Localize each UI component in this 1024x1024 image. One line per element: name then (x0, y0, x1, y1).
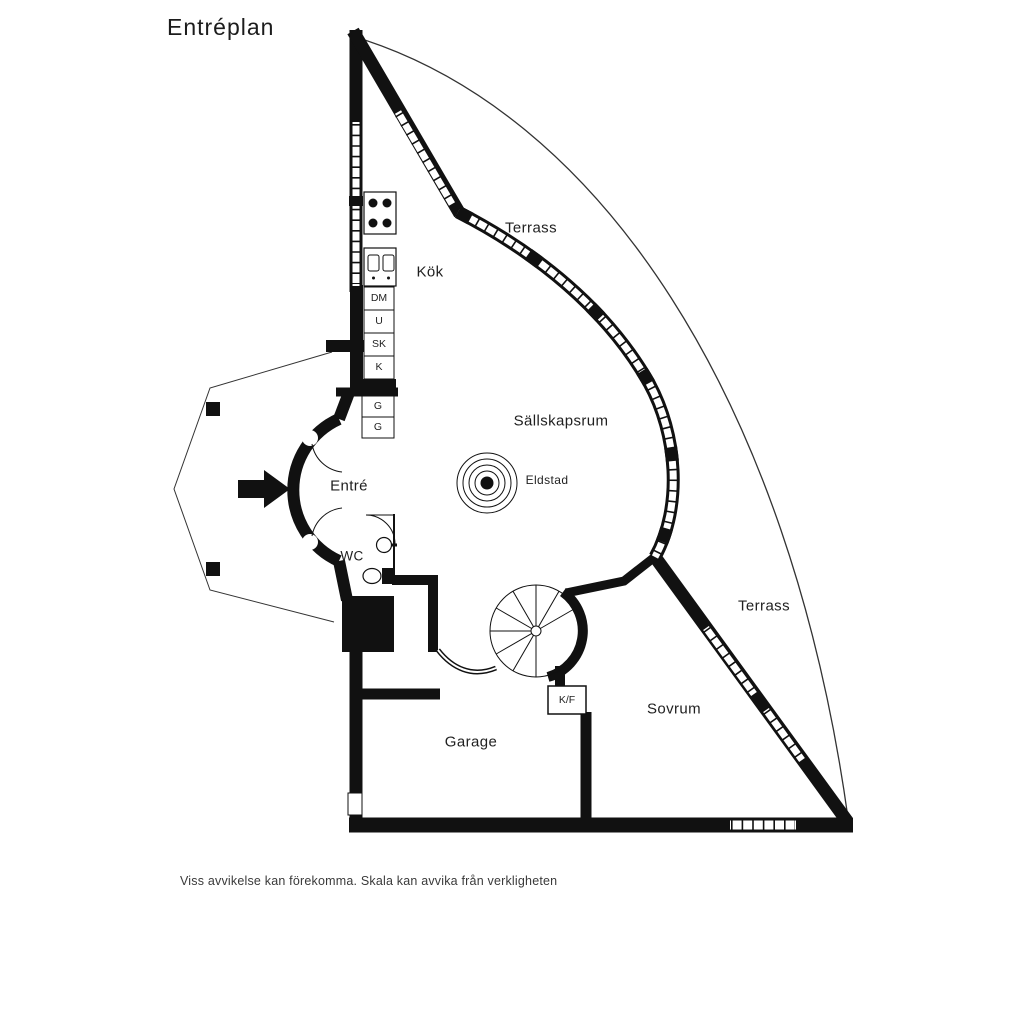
label-g-upper: G (373, 400, 383, 412)
stove-icon (363, 191, 397, 235)
spiral-staircase (489, 584, 583, 678)
curved-low-wall (436, 648, 497, 675)
label-kf: K/F (558, 694, 576, 706)
room-label-terrass-top: Terrass (505, 219, 557, 237)
curved-wall-mullions (455, 206, 680, 561)
wc-sink-icon (375, 536, 397, 554)
room-label-terrass-right: Terrass (738, 597, 790, 615)
deck-post-bottom (206, 562, 220, 576)
page-title: Entréplan (167, 14, 275, 40)
entrance-deck-outline (173, 351, 335, 623)
wall-corner-block (342, 596, 394, 652)
label-k: K (375, 361, 383, 373)
disclaimer-text: Viss avvikelse kan förekomma. Skala kan … (180, 874, 558, 888)
closet-top-wall (350, 379, 396, 393)
curved-low-wall-inlay (437, 649, 497, 673)
deck-post-top (206, 402, 220, 416)
fireplace-icon (456, 452, 518, 514)
room-label-wc: WC (340, 548, 364, 564)
room-label-sallskapsrum: Sällskapsrum (513, 412, 609, 430)
terrace-boundary-line (351, 35, 849, 819)
kitchen-sink-icon (363, 247, 397, 287)
toilet-icon (362, 567, 395, 585)
appliance-boxes (347, 286, 587, 816)
window-glass (352, 110, 805, 830)
room-label-kok: Kök (416, 263, 444, 281)
left-wall-segment (350, 285, 363, 387)
entry-door-gap-top (302, 430, 318, 446)
label-eldstad: Eldstad (525, 473, 569, 487)
label-dm: DM (370, 292, 388, 304)
label-u: U (375, 315, 383, 327)
room-label-garage: Garage (444, 733, 498, 751)
entrance-arrow-icon (238, 470, 290, 508)
room-label-sovrum: Sovrum (646, 700, 702, 718)
left-window-mullion (349, 196, 363, 206)
label-sk: SK (371, 338, 387, 350)
window-hatch (351, 111, 805, 831)
entry-door-gap-bottom (302, 534, 318, 550)
label-g-lower: G (373, 421, 383, 433)
room-label-entre: Entré (330, 477, 368, 495)
